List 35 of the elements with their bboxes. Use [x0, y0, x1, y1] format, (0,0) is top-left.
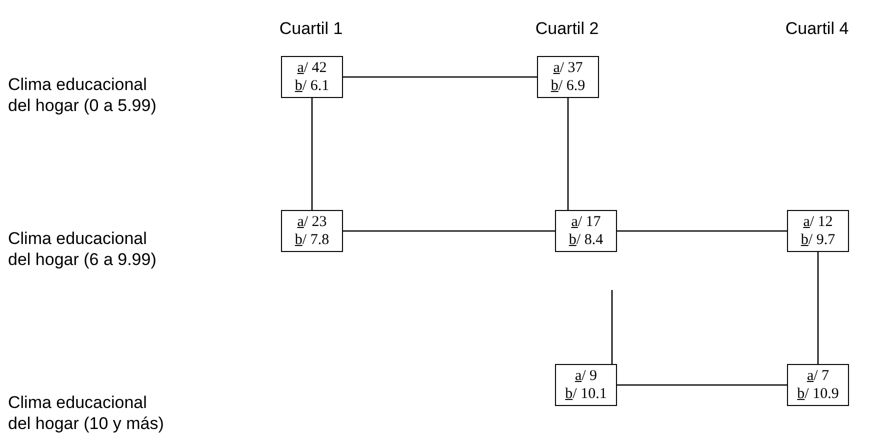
value-box	[555, 210, 617, 252]
box-value: a/ 42	[297, 59, 327, 77]
connector-line	[311, 98, 313, 210]
column-header: Cuartil 2	[534, 18, 600, 39]
box-value: a/ 9	[574, 367, 598, 385]
box-value: a/ 7	[806, 367, 830, 385]
box-value: a/ 23	[297, 213, 327, 231]
row-label: Clima educacional del hogar (0 a 5.99)	[8, 74, 158, 116]
box-value: b/ 6.1	[294, 77, 330, 95]
value-box	[281, 210, 343, 252]
connector-line	[567, 98, 569, 210]
value-box	[537, 56, 599, 98]
value-box	[787, 210, 849, 252]
box-value: b/ 6.9	[550, 77, 586, 95]
box-value: a/ 12	[803, 213, 833, 231]
connector-line	[611, 290, 613, 364]
column-header: Cuartil 4	[784, 18, 850, 39]
box-value: b/ 9.7	[800, 231, 836, 249]
connector-line	[617, 384, 787, 386]
row-label: Clima educacional del hogar (6 a 9.99)	[8, 228, 158, 270]
row-label: Clima educacional del hogar (10 y más)	[8, 392, 165, 434]
box-value: b/ 7.8	[294, 231, 330, 249]
box-value: a/ 17	[571, 213, 601, 231]
box-value: b/ 8.4	[568, 231, 604, 249]
connector-line	[817, 252, 819, 364]
connector-line	[343, 230, 555, 232]
value-box	[555, 364, 617, 406]
value-box	[281, 56, 343, 98]
value-box	[787, 364, 849, 406]
column-header: Cuartil 1	[278, 18, 344, 39]
connector-line	[343, 76, 537, 78]
box-value: a/ 37	[553, 59, 583, 77]
box-value: b/ 10.9	[797, 385, 839, 403]
connector-line	[617, 230, 787, 232]
box-value: b/ 10.1	[565, 385, 607, 403]
